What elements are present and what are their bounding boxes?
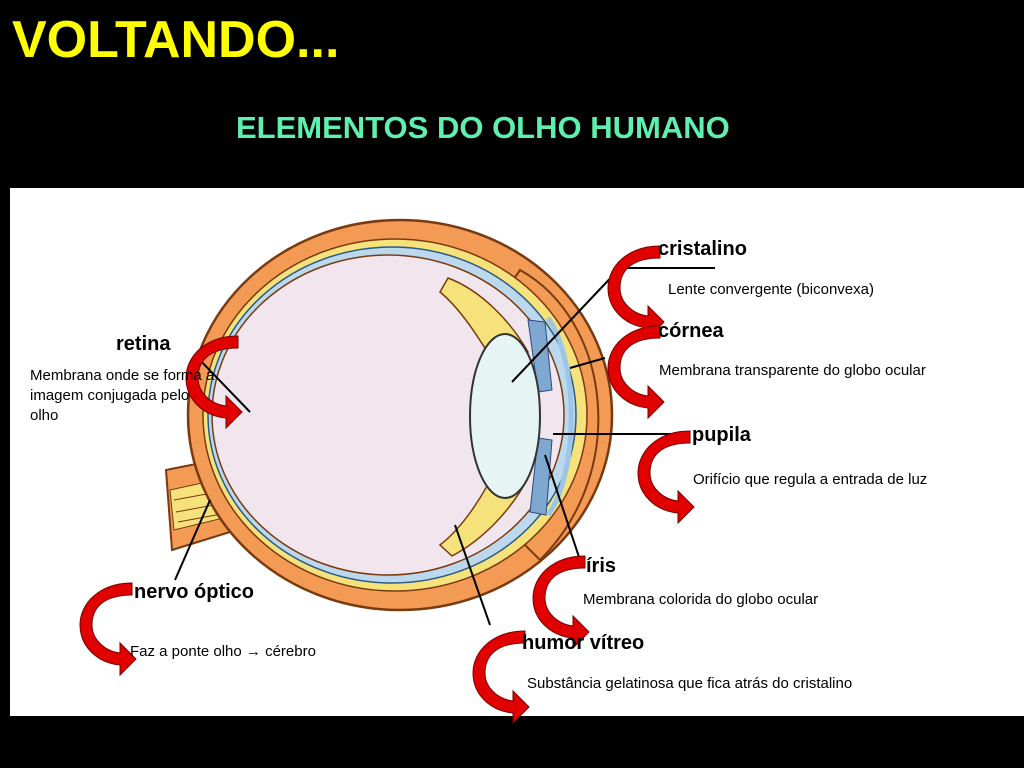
arrow-icon (80, 583, 136, 675)
arrow-icon (638, 431, 694, 523)
label-nervo-optico: nervo óptico (134, 581, 254, 604)
arrow-icon (608, 326, 664, 418)
desc-pupila: Orifício que regula a entrada de luz (693, 470, 927, 490)
arrow-icon (473, 631, 529, 723)
arrow-icon (608, 246, 664, 338)
label-cristalino: cristalino (658, 238, 747, 261)
desc-iris: Membrana colorida do globo ocular (583, 590, 818, 610)
desc-cristalino: Lente convergente (biconvexa) (668, 280, 874, 300)
label-cornea: córnea (658, 320, 724, 343)
label-humor-vitreo: humor vítreo (522, 632, 644, 655)
desc-cornea: Membrana transparente do globo ocular (659, 361, 926, 381)
label-pupila: pupila (692, 424, 751, 447)
desc-humor-vitreo: Substância gelatinosa que fica atrás do … (527, 674, 852, 694)
label-iris: íris (586, 555, 616, 578)
desc-nervo-optico: Faz a ponte olho → cérebro (130, 642, 316, 662)
desc-retina: Membrana onde se forma a imagem conjugad… (30, 366, 220, 426)
lens (470, 334, 540, 498)
label-retina: retina (116, 333, 170, 356)
